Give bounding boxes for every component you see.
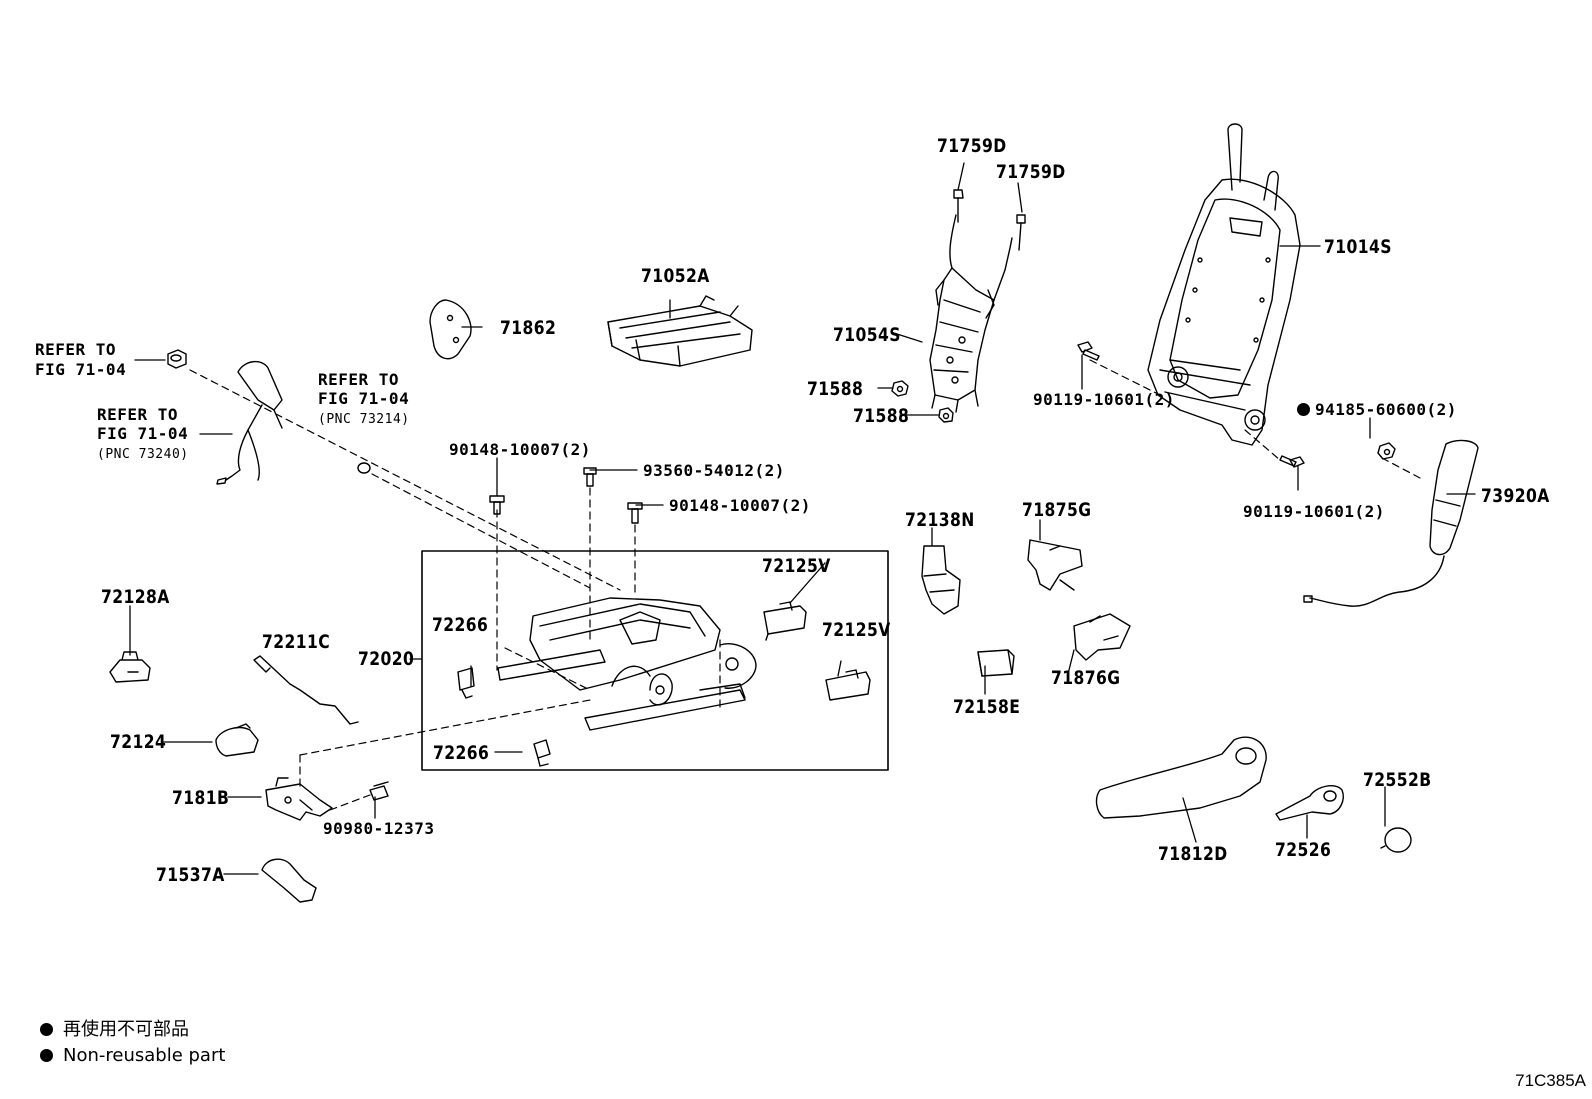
nut-71588-a-drawing: [891, 380, 909, 397]
legend-jp-text: 再使用不可部品: [63, 1019, 189, 1040]
clip-72266-a-drawing: [457, 667, 475, 699]
bullet-icon: [40, 1049, 53, 1062]
seatbelt-buckle-drawing: [216, 361, 283, 485]
label-71014S: 71014S: [1324, 236, 1392, 258]
label-71876G: 71876G: [1051, 667, 1121, 689]
part-71876G-drawing: [1073, 613, 1131, 661]
label-71588-b: 71588: [853, 405, 910, 427]
label-90148-a: 90148-10007(2): [449, 440, 591, 459]
bullet-icon: [40, 1023, 53, 1036]
label-90148-b: 90148-10007(2): [669, 496, 811, 515]
label-71054S: 71054S: [833, 324, 901, 346]
label-72125V-b: 72125V: [822, 619, 891, 641]
label-72526: 72526: [1275, 839, 1332, 861]
label-90980: 90980-12373: [323, 819, 435, 838]
label-72138N: 72138N: [905, 509, 975, 531]
part-71052A-drawing: [607, 295, 753, 367]
ref3-line2: FIG 71-04: [318, 389, 410, 408]
part-73920A-drawing: [1303, 439, 1479, 607]
nut-94185-drawing: [1377, 442, 1396, 460]
label-94185: 94185-60600(2): [1315, 400, 1457, 419]
part-71537A-drawing: [261, 858, 317, 903]
ref3-line1: REFER TO: [318, 370, 400, 389]
part-71862-drawing: [429, 299, 472, 360]
label-72211C: 72211C: [262, 631, 331, 653]
label-72158E: 72158E: [953, 696, 1021, 718]
label-72020: 72020: [358, 648, 415, 670]
bolt-90119-b-drawing: [1279, 455, 1305, 468]
label-71812D: 71812D: [1158, 843, 1228, 865]
label-71588-a: 71588: [807, 378, 864, 400]
label-73920A: 73920A: [1481, 485, 1550, 507]
label-93560: 93560-54012(2): [643, 461, 785, 480]
label-71759D-b: 71759D: [996, 161, 1066, 183]
label-71759D-a: 71759D: [937, 135, 1007, 157]
label-71875G: 71875G: [1022, 499, 1092, 521]
label-72266-a: 72266: [432, 614, 489, 636]
part-72552B-drawing: [1380, 827, 1412, 853]
bolt-90148-b-drawing: [627, 502, 643, 524]
legend-en-text: Non-reusable part: [63, 1045, 226, 1066]
part-71875G-drawing: [1027, 539, 1083, 591]
legend-jp: 再使用不可部品: [40, 1019, 189, 1041]
part-72158E-drawing: [977, 649, 1015, 677]
ref1-line1: REFER TO: [35, 340, 117, 359]
leader-lines: [129, 162, 1476, 875]
clip-71759D-a-drawing: [953, 189, 964, 223]
label-71862: 71862: [500, 317, 557, 339]
ref2-line3: (PNC 73240): [97, 447, 189, 462]
legend-en: Non-reusable part: [40, 1045, 225, 1067]
label-71537A: 71537A: [156, 864, 225, 886]
clip-71759D-b-drawing: [1016, 214, 1026, 251]
part-72526-drawing: [1275, 785, 1344, 821]
figure-id: 71C385A: [1515, 1071, 1586, 1090]
part-72211C-drawing: [253, 655, 359, 725]
label-72266-b: 72266: [433, 742, 490, 764]
part-71014S-drawing: [1147, 123, 1301, 446]
label-72128A: 72128A: [101, 586, 170, 608]
connector-90980-drawing: [369, 781, 389, 801]
clip-72125V-b-drawing: [825, 669, 871, 701]
part-72020-drawing: [497, 597, 757, 731]
clip-72266-b-drawing: [533, 739, 551, 767]
label-90119-a: 90119-10601(2): [1033, 390, 1175, 409]
bolt-90148-a-drawing: [489, 495, 505, 515]
part-72124-drawing: [215, 723, 259, 757]
cap-ref3-drawing: [357, 462, 371, 474]
ref2-line2: FIG 71-04: [97, 424, 189, 443]
dashed-lines: [189, 359, 1421, 811]
cap-ref1-drawing: [167, 349, 187, 369]
part-7181B-drawing: [265, 777, 333, 821]
ref3-line3: (PNC 73214): [318, 412, 410, 427]
part-72128A-drawing: [109, 651, 151, 683]
label-90119-b: 90119-10601(2): [1243, 502, 1385, 521]
part-71812D-drawing: [1095, 736, 1267, 819]
label-7181B: 7181B: [172, 787, 230, 809]
clip-72125V-a-drawing: [763, 601, 807, 641]
bolt-90119-a-drawing: [1077, 341, 1100, 361]
ref1-line2: FIG 71-04: [35, 360, 127, 379]
part-72138N-drawing: [921, 545, 961, 615]
bolt-93560-drawing: [583, 467, 597, 487]
label-72552B: 72552B: [1363, 769, 1432, 791]
part-71054S-drawing: [929, 214, 1013, 413]
label-72124: 72124: [110, 731, 167, 753]
nut-71588-b-drawing: [938, 407, 954, 423]
ref2-line1: REFER TO: [97, 405, 179, 424]
non-reusable-marker-icon: [1297, 403, 1310, 416]
label-71052A: 71052A: [641, 265, 710, 287]
assembly-box-72020: [421, 550, 889, 771]
label-72125V-a: 72125V: [762, 555, 831, 577]
